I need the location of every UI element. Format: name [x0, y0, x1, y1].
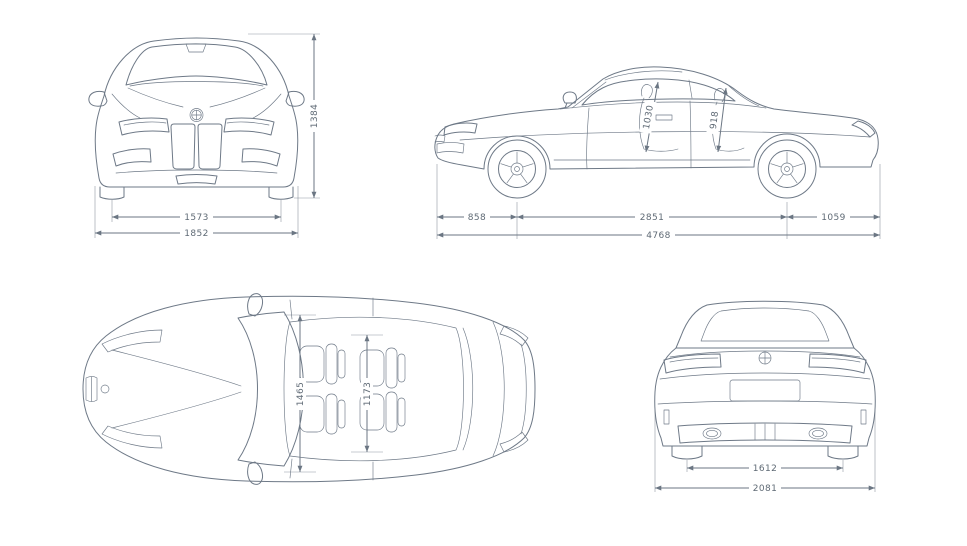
top-taillights [499, 325, 529, 453]
dim-front-overall-height: 1384 [248, 33, 320, 199]
dim-front-overhang: 858 [437, 211, 517, 223]
front-hood-creases [111, 87, 282, 119]
top-mirrors [247, 293, 263, 485]
dim-label-overall-length: 4768 [646, 231, 671, 241]
dim-label-rear-track: 1612 [753, 464, 778, 474]
top-seats [299, 343, 406, 435]
dim-label-width-front: 1465 [296, 382, 306, 407]
dimension-label: 918 [706, 104, 722, 135]
dim-rear-headroom: 918 [706, 87, 728, 153]
rear-taillights [663, 353, 867, 374]
extension-lines [436, 164, 881, 239]
front-view: 1384 1573 1852 [88, 33, 320, 239]
dim-overall-length: 4768 [437, 229, 880, 241]
rear-reflectors [663, 409, 867, 425]
top-windshield [237, 311, 304, 467]
dimension-label: 1465 [294, 378, 306, 410]
dimension-label: 1173 [361, 378, 373, 410]
dim-label-width-rear: 1173 [363, 382, 373, 407]
rear-taillight-details [669, 357, 861, 363]
dim-top-width-rear: 1173 [351, 334, 383, 453]
rear-exhausts [702, 427, 828, 440]
dim-label-wheelbase: 2851 [640, 213, 665, 223]
front-headlight-details [123, 121, 270, 126]
side-beltline [559, 79, 767, 110]
top-view: 1465 1173 [82, 293, 536, 485]
extension-lines [654, 410, 876, 492]
front-rearview-mirror-icon [185, 43, 207, 53]
rear-diffuser-fins [754, 423, 776, 441]
front-windshield [125, 43, 268, 86]
side-rear-wheel [757, 139, 817, 199]
top-bmw-roundel-icon [100, 384, 110, 394]
front-body-outline [94, 37, 299, 188]
side-character-lines [459, 131, 871, 161]
dimension-line [716, 87, 728, 153]
rear-car-drawing [654, 300, 876, 460]
dim-rear-overhang: 1059 [787, 211, 880, 223]
dim-label-rear-overhang: 1059 [821, 213, 846, 223]
dim-label-front-headroom: 1030 [642, 104, 656, 130]
rear-bmw-roundel-icon [758, 351, 772, 365]
dimension-label: 1384 [308, 100, 320, 132]
side-taillight [851, 120, 876, 138]
dim-label-overall-height: 1384 [310, 104, 320, 129]
front-cowl-line [129, 81, 264, 87]
dim-rear-track: 1612 [686, 460, 844, 474]
side-car-drawing [434, 66, 879, 199]
side-view: 1030 918 858 2851 1059 [434, 66, 881, 241]
dim-top-width-front: 1465 [284, 314, 316, 473]
front-seat-left [299, 343, 346, 385]
front-wheels [99, 186, 294, 200]
front-headlights [118, 117, 275, 136]
dim-front-overall-width: 1852 [94, 186, 299, 239]
rear-wheels [671, 445, 859, 460]
front-bmw-roundel-icon [189, 108, 204, 122]
rear-diffuser [677, 422, 853, 444]
top-car-drawing [82, 293, 536, 485]
dim-front-track: 1573 [111, 200, 282, 223]
dimension-label: 1030 [639, 100, 657, 134]
side-soft-top-seams [571, 70, 760, 109]
dim-label-rear-headroom: 918 [709, 110, 721, 129]
dim-wheelbase: 2851 [517, 211, 787, 223]
side-door-seams [586, 100, 692, 170]
dim-label-overall-width: 1852 [184, 229, 209, 239]
side-body-outline [434, 66, 879, 170]
front-side-mirrors [88, 90, 305, 107]
rear-soft-top [675, 300, 855, 349]
rear-license-recess [729, 379, 801, 402]
side-headlight [443, 122, 478, 136]
front-car-drawing [88, 37, 305, 200]
top-cabin-outline [283, 316, 464, 462]
top-front-details [85, 329, 242, 449]
front-lower-intakes [112, 148, 281, 185]
dim-rear-overall-width: 2081 [654, 410, 876, 494]
top-rear-deck-lines [462, 321, 527, 457]
dim-label-front-track: 1573 [184, 213, 209, 223]
dim-label-overall-width-mirrors: 2081 [753, 484, 778, 494]
side-front-wheel [487, 139, 547, 199]
extension-lines [94, 186, 299, 238]
front-seat-right [299, 393, 346, 435]
rear-view: 1612 2081 [654, 300, 876, 494]
rear-window [700, 307, 830, 342]
side-mirror-icon [562, 91, 577, 109]
dim-front-headroom: 1030 [639, 81, 660, 153]
extension-lines [248, 33, 320, 199]
front-kidney-grilles [170, 123, 223, 170]
top-door-seams [289, 297, 374, 481]
top-body-outline [82, 295, 536, 483]
dim-label-front-overhang: 858 [468, 213, 486, 223]
side-front-bumper-details [434, 134, 465, 154]
front-bumper-line [115, 169, 278, 174]
